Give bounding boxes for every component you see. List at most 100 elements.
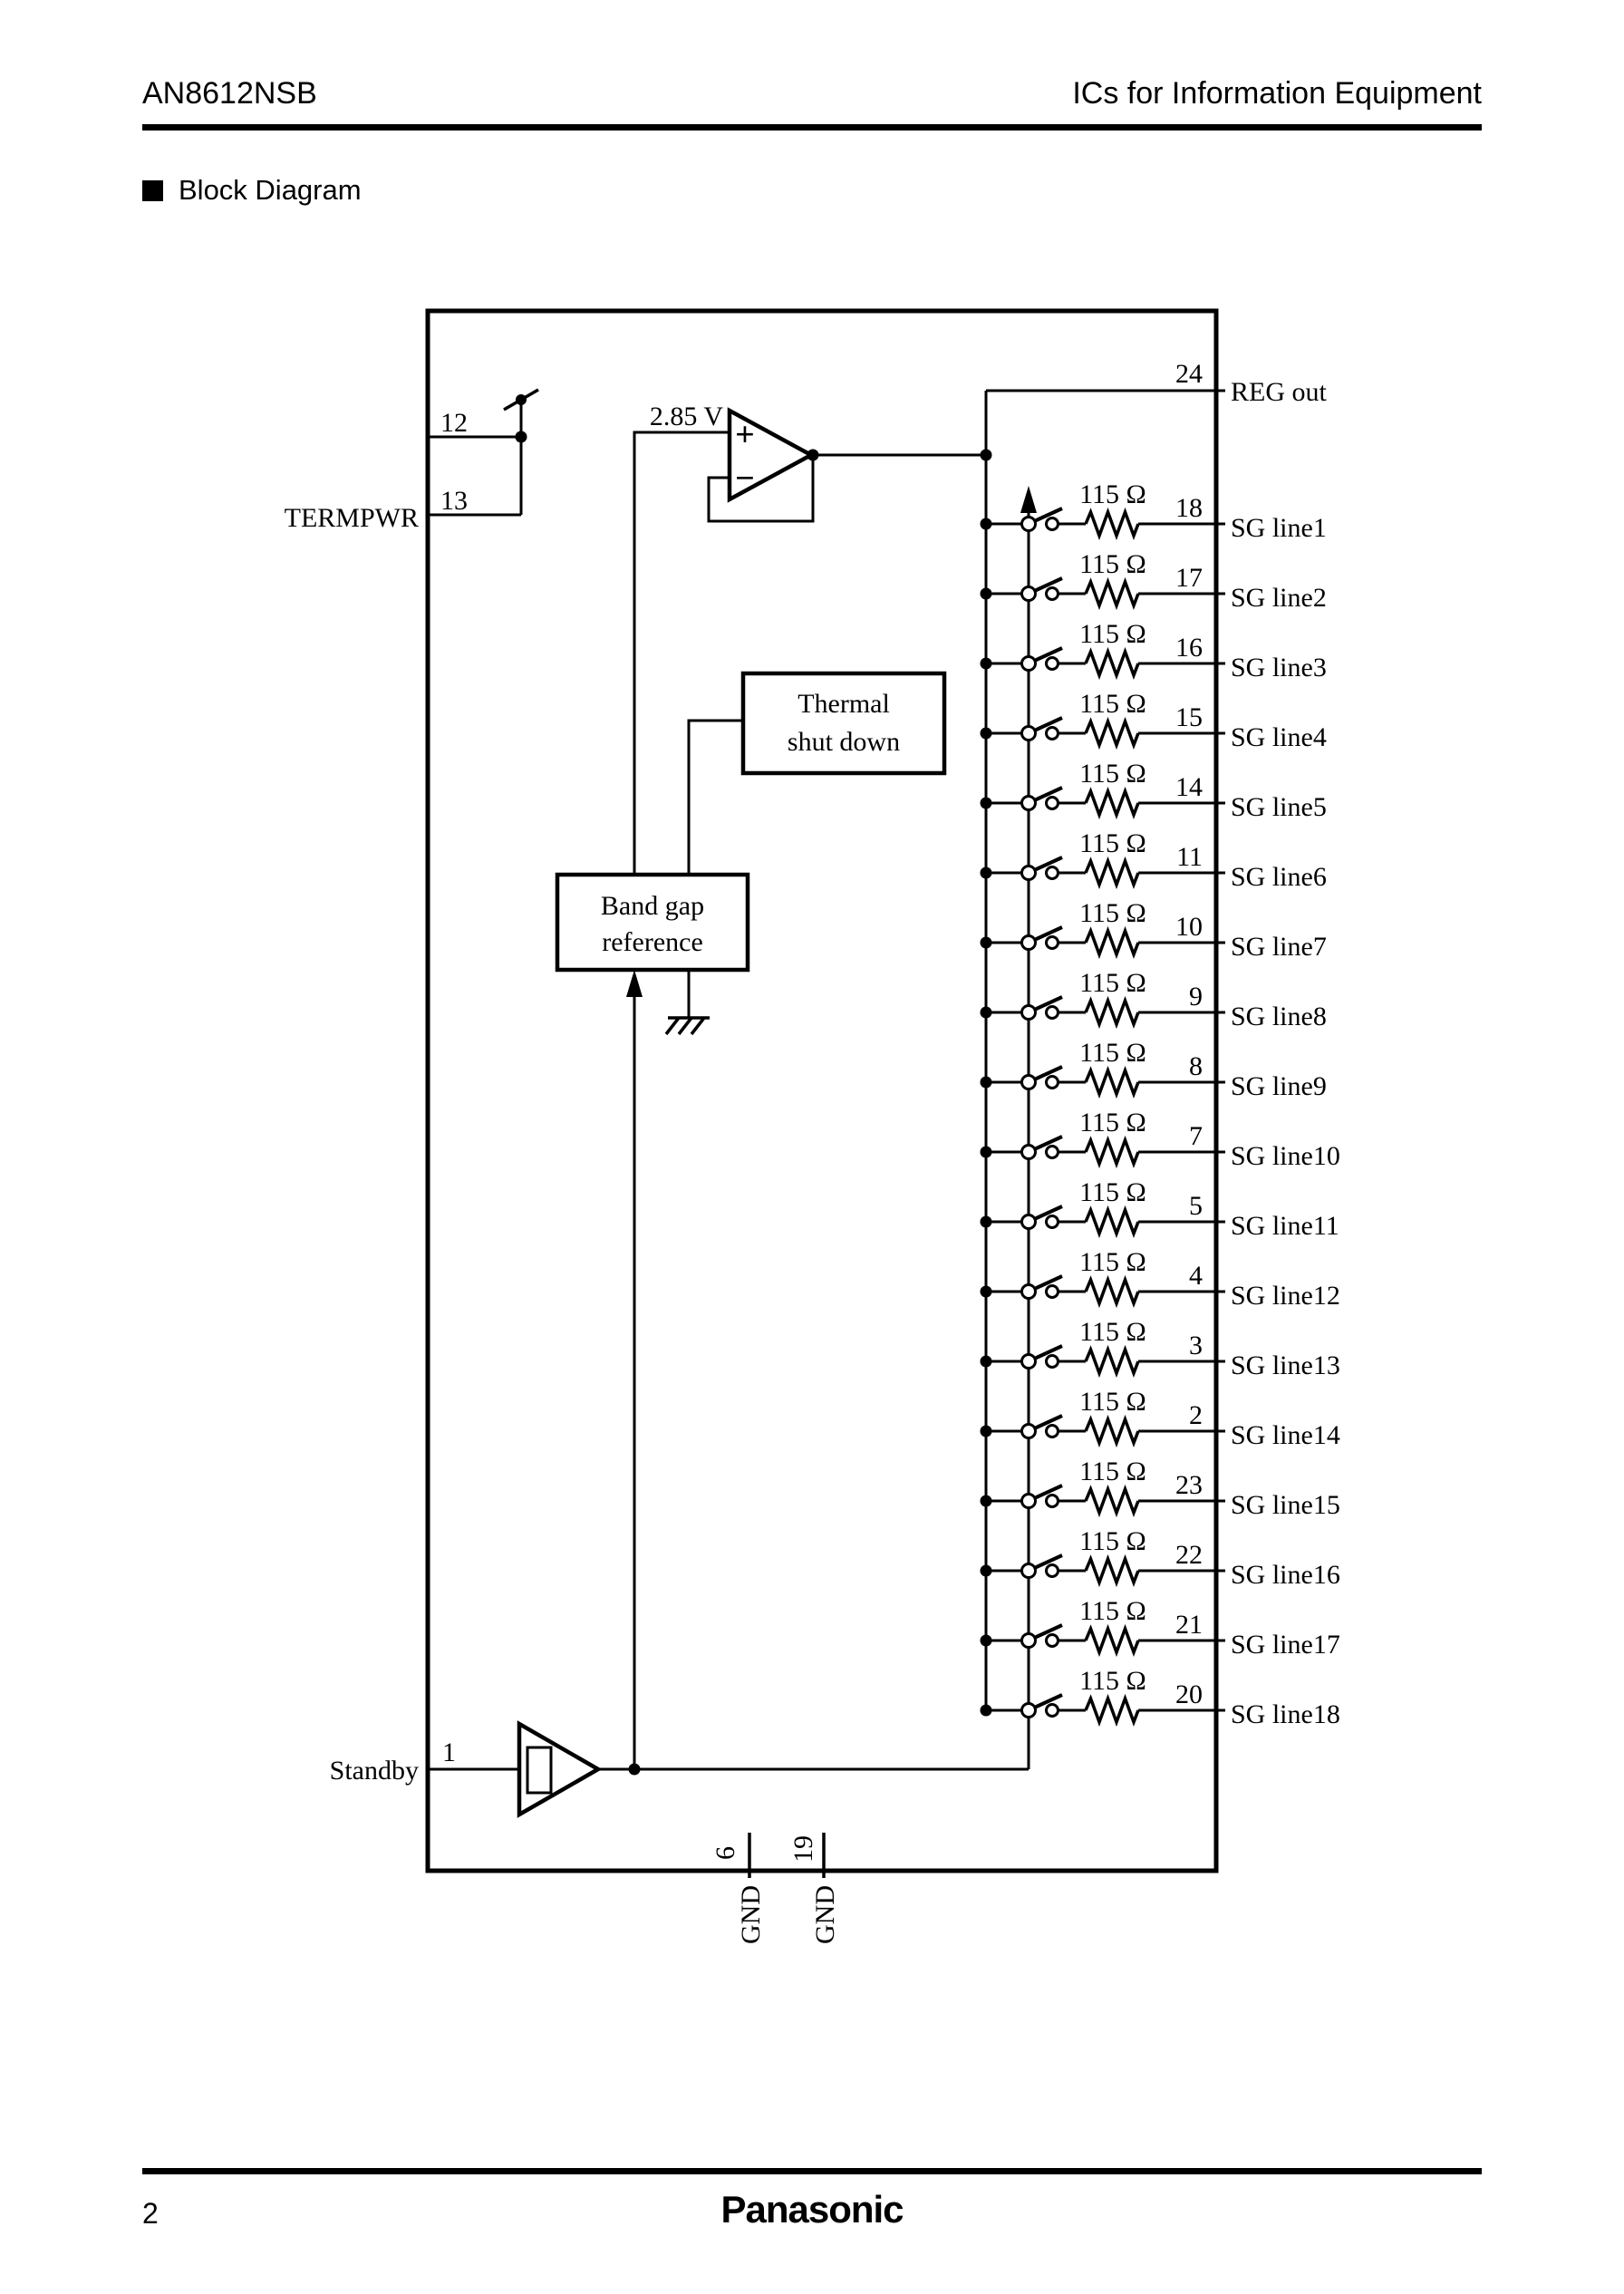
standby-label: Standby — [330, 1756, 419, 1786]
switch-contact — [1045, 796, 1059, 810]
resistor-value: 115 Ω — [1079, 1317, 1146, 1347]
switch-pivot — [1020, 934, 1037, 951]
gnd-label: GND — [736, 1885, 766, 1944]
switch-contact — [1045, 1215, 1059, 1229]
resistor — [1084, 925, 1140, 960]
gnd-label: GND — [810, 1885, 840, 1944]
ground-icon — [664, 1016, 710, 1036]
switch-pivot — [1020, 1563, 1037, 1579]
switch-contact — [1045, 1563, 1059, 1578]
sg-line-label: SG line13 — [1231, 1350, 1340, 1380]
switch-pivot — [1020, 1702, 1037, 1718]
resistor — [1084, 995, 1140, 1030]
sg-line-row: 115 Ω 2 SG line14 — [980, 1387, 1340, 1450]
switch-contact — [1045, 1424, 1059, 1438]
switch-contact — [1045, 935, 1059, 950]
switch-contact — [1045, 866, 1059, 880]
switch-pivot — [1020, 1283, 1037, 1300]
sg-line-label: SG line17 — [1231, 1630, 1340, 1660]
pin-number: 8 — [1189, 1051, 1203, 1081]
switch-contact — [1045, 1494, 1059, 1508]
resistor-value: 115 Ω — [1079, 1038, 1146, 1068]
sg-line-label: SG line2 — [1231, 583, 1327, 613]
pin-number: 3 — [1189, 1331, 1203, 1360]
sg-line-row: 115 Ω 7 SG line10 — [980, 1108, 1340, 1171]
part-number: AN8612NSB — [142, 76, 317, 111]
section-heading: Block Diagram — [142, 174, 362, 207]
pin-number: 15 — [1175, 702, 1203, 732]
resistor-value: 115 Ω — [1079, 619, 1146, 649]
sg-line-row: 115 Ω 3 SG line13 — [980, 1317, 1340, 1380]
sg-line-row: 115 Ω 9 SG line8 — [980, 968, 1327, 1031]
resistor-value: 115 Ω — [1079, 1247, 1146, 1277]
resistor — [1084, 507, 1140, 541]
pin-number: 24 — [1175, 359, 1203, 389]
bandgap-label-line2: reference — [602, 927, 703, 957]
resistor — [1084, 1484, 1140, 1518]
switch-pivot — [1020, 586, 1037, 602]
switch-contact — [1045, 586, 1059, 601]
resistor-value: 115 Ω — [1079, 898, 1146, 928]
thermal-label-line1: Thermal — [798, 689, 890, 719]
header-rule — [142, 124, 1482, 131]
sg-line-row: 115 Ω 4 SG line12 — [980, 1247, 1340, 1311]
resistor — [1084, 1554, 1140, 1588]
resistor-value: 115 Ω — [1079, 1666, 1146, 1696]
header-category: ICs for Information Equipment — [1072, 76, 1482, 111]
resistor — [1084, 1065, 1140, 1099]
switch-contact — [1045, 656, 1059, 671]
switch-contact — [1045, 1075, 1059, 1089]
sg-line-row: 115 Ω 22 SG line16 — [980, 1526, 1340, 1590]
page-number: 2 — [142, 2197, 159, 2230]
sg-line-row: 115 Ω 5 SG line11 — [980, 1177, 1339, 1241]
sg-line-row: 115 Ω 16 SG line3 — [980, 619, 1327, 682]
switch-pivot — [1020, 516, 1037, 532]
pin-number: 1 — [442, 1737, 456, 1767]
resistor-value: 115 Ω — [1079, 1387, 1146, 1417]
resistor — [1084, 1414, 1140, 1448]
resistor — [1084, 786, 1140, 820]
opamp-triangle — [727, 407, 816, 503]
termpwr-label: TERMPWR — [285, 503, 419, 533]
thermal-link-wire — [687, 719, 743, 875]
sg-line-row: 115 Ω 20 SG line18 — [980, 1666, 1340, 1729]
opamp-minus-icon: − — [735, 460, 755, 498]
tap-stroke-icon — [503, 388, 539, 411]
pin-number: 20 — [1175, 1679, 1203, 1709]
sg-line-label: SG line7 — [1231, 932, 1327, 962]
pin-number: 7 — [1189, 1121, 1203, 1151]
sg-line-label: SG line4 — [1231, 722, 1327, 752]
pin-number: 10 — [1175, 912, 1203, 942]
sg-line-label: SG line1 — [1231, 513, 1327, 543]
pin-number: 11 — [1176, 842, 1203, 872]
resistor — [1084, 716, 1140, 750]
junction-dot — [515, 431, 527, 443]
switch-pivot — [1020, 1214, 1037, 1230]
resistor-value: 115 Ω — [1079, 828, 1146, 858]
sg-line-row: 115 Ω 21 SG line17 — [980, 1596, 1340, 1660]
resistor-value: 115 Ω — [1079, 1177, 1146, 1207]
resistor — [1084, 1274, 1140, 1309]
switch-contact — [1045, 726, 1059, 740]
resistor-value: 115 Ω — [1079, 1526, 1146, 1556]
sg-line-label: SG line10 — [1231, 1141, 1340, 1171]
switch-pivot — [1020, 725, 1037, 741]
reg-out-label: REG out — [1231, 377, 1328, 407]
sg-line-label: SG line9 — [1231, 1071, 1327, 1101]
switch-contact — [1045, 1703, 1059, 1718]
pin-number: 6 — [710, 1846, 740, 1860]
switch-contact — [1045, 517, 1059, 531]
switch-contact — [1045, 1633, 1059, 1648]
sg-line-rows: 115 Ω 18 SG line1 115 Ω 17 SG line2 115 … — [980, 479, 1340, 1729]
pin-number: 17 — [1175, 563, 1203, 593]
sg-line-label: SG line11 — [1231, 1211, 1339, 1241]
switch-pivot — [1020, 1353, 1037, 1370]
sg-line-label: SG line3 — [1231, 653, 1327, 682]
opamp-plus-icon: + — [735, 416, 755, 454]
resistor-value: 115 Ω — [1079, 549, 1146, 579]
standby-buffer-triangle — [517, 1720, 603, 1818]
sg-line-label: SG line5 — [1231, 792, 1327, 822]
resistor-value: 115 Ω — [1079, 479, 1146, 509]
resistor-value: 115 Ω — [1079, 1108, 1146, 1137]
sg-line-row: 115 Ω 23 SG line15 — [980, 1457, 1340, 1520]
